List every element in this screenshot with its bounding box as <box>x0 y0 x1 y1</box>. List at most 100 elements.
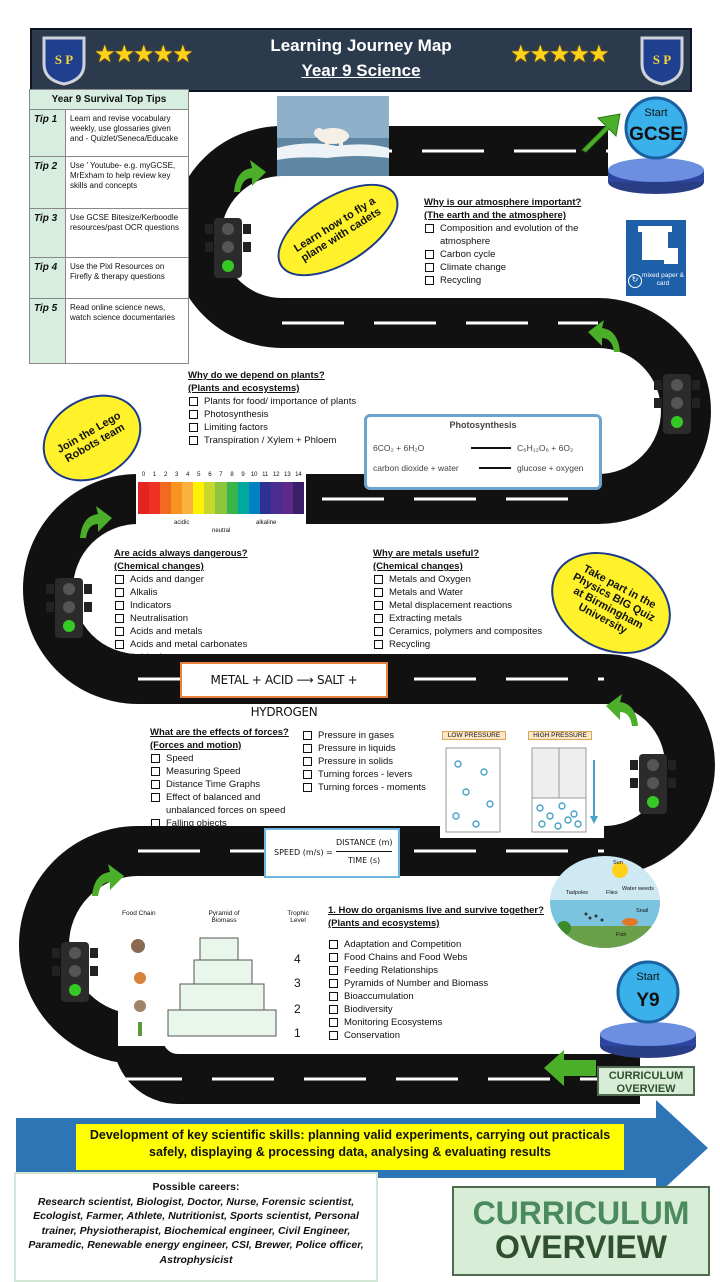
pressure-containers-icon <box>445 747 598 833</box>
green-arrow-icon <box>581 113 621 153</box>
stars-right-icon: ★★★★★ <box>510 41 610 68</box>
ph-colour-bar <box>138 482 304 514</box>
start-gcse-label: GCSE <box>629 124 683 145</box>
ph-number: 4 <box>186 472 190 478</box>
topic-item: Photosynthesis <box>188 408 388 421</box>
topic-item: Plants for food/ importance of plants <box>188 395 388 408</box>
fraction-line <box>336 851 392 852</box>
high-pressure-label: HIGH PRESSURE <box>528 731 592 740</box>
pressure-block: Pressure in gases Pressure in liquids Pr… <box>302 729 442 794</box>
ph-colour-segment <box>237 482 249 514</box>
topic-item: Indicators <box>114 599 314 612</box>
pond-icon <box>550 862 660 948</box>
pond-label: Snail <box>636 908 649 914</box>
tip-label: Tip 3 <box>30 209 66 257</box>
green-arrow-icon <box>606 694 638 726</box>
trophic-level: 3 <box>294 976 301 990</box>
green-arrow-icon <box>544 1050 596 1086</box>
paper-bin-icon <box>638 226 678 264</box>
photosynthesis-title: Photosynthesis <box>449 420 517 430</box>
pond-ecosystem-image: Sun Tadpoles Flies Water weeds Frog Fish… <box>550 856 660 948</box>
ph-number: 9 <box>241 472 245 478</box>
forces-block: What are the effects of forces? (Forces … <box>150 726 306 830</box>
equation-left: 6CO₂ + 6H₂O <box>373 443 425 453</box>
atmosphere-block: Why is our atmosphere important? (The ea… <box>424 196 620 287</box>
topic-item: Biodiversity <box>328 1003 558 1016</box>
topic-item: Turning forces - moments <box>302 781 442 794</box>
curriculum-line1: CURRICULUM <box>472 1195 690 1231</box>
tip-text: Use GCSE Bitesize/Kerboodle resources/pa… <box>70 213 179 232</box>
page-subtitle: Year 9 Science <box>301 61 421 80</box>
topic-item: Neutralisation <box>114 612 314 625</box>
metals-topic: (Chemical changes) <box>373 561 463 572</box>
green-arrow-icon <box>92 864 124 896</box>
ph-colour-segment <box>292 482 304 514</box>
food-chain-diagram: Food Chain Pyramid of Biomass Trophic Le… <box>118 906 324 1046</box>
topic-item: Distance Time Graphs <box>150 778 306 791</box>
pond-label: Fish <box>616 932 627 938</box>
curriculum-line2: OVERVIEW <box>495 1229 667 1265</box>
topic-item: Pressure in solids <box>302 755 442 768</box>
ph-number: 3 <box>175 472 179 478</box>
topic-item: Conservation <box>328 1029 558 1042</box>
acids-block: Are acids always dangerous? (Chemical ch… <box>114 547 314 664</box>
forces-topic: (Forces and motion) <box>150 740 242 751</box>
curriculum-overview-link[interactable]: CURRICULUM OVERVIEW <box>597 1066 695 1096</box>
topic-item: Monitoring Ecosystems <box>328 1016 558 1029</box>
metal-acid-equation: METAL + ACID ⟶ SALT + HYDROGEN <box>180 662 388 719</box>
careers-text: Research scientist, Biologist, Doctor, N… <box>28 1195 364 1266</box>
start-y9-label: Y9 <box>636 990 659 1011</box>
acids-topic: (Chemical changes) <box>114 561 204 572</box>
pressure-diagram: LOW PRESSURE HIGH PRESSURE <box>440 728 604 838</box>
equation-arrow-icon <box>471 447 511 449</box>
low-pressure-label: LOW PRESSURE <box>442 731 506 740</box>
ph-neutral-label: neutral <box>212 528 231 534</box>
topic-item: Food Chains and Food Webs <box>328 951 558 964</box>
tip-text: Use ' Youtube- e.g. myGCSE, MrExham to h… <box>70 161 176 190</box>
page-title: Learning Journey Map <box>270 36 452 55</box>
topic-item: Acids and metal carbonates <box>114 638 314 651</box>
ph-number: 10 <box>250 472 258 478</box>
traffic-light-icon <box>205 218 251 278</box>
tip-label: Tip 2 <box>30 157 66 208</box>
plants-question: Why do we depend on plants? <box>188 370 325 381</box>
traffic-light-icon <box>654 374 700 434</box>
start-y9-podium: Start Y9 <box>600 960 696 1058</box>
ph-colour-segment <box>160 482 172 514</box>
topic-item: Acid rain <box>114 651 314 664</box>
pyramid-heading: Pyramid of Biomass <box>208 910 240 924</box>
tip-text: Use the Pixl Resources on Firefly & ther… <box>70 262 165 281</box>
topic-item: Climate change <box>424 261 620 274</box>
tip-label: Tip 1 <box>30 110 66 156</box>
topic-item: Recycling <box>373 638 573 651</box>
green-arrow-icon <box>80 506 112 538</box>
forces-question: What are the effects of forces? <box>150 727 289 738</box>
topic-item: Pressure in gases <box>302 729 442 742</box>
trophic-heading: Trophic Level <box>287 910 309 924</box>
traffic-light-icon <box>52 942 98 1002</box>
tip-label: Tip 5 <box>30 299 66 363</box>
topic-item: Falling objects <box>150 817 306 830</box>
ph-number: 5 <box>197 472 201 478</box>
traffic-light-icon <box>46 578 92 638</box>
word-arrow-icon <box>479 467 511 469</box>
topic-item: Adaptation and Competition <box>328 938 558 951</box>
topic-item: Extracting metals <box>373 612 573 625</box>
curriculum-overview-button[interactable]: CURRICULUM OVERVIEW <box>452 1186 710 1276</box>
school-crest-icon: S P <box>640 36 684 86</box>
metals-question: Why are metals useful? <box>373 548 480 559</box>
trophic-level: 4 <box>294 952 301 966</box>
ph-colour-segment <box>281 482 293 514</box>
topic-item: Metal displacement reactions <box>373 599 573 612</box>
topic-item: Transpiration / Xylem + Phloem <box>188 434 388 447</box>
header-banner: S P ★★★★★ Learning Journey Map Year 9 Sc… <box>30 28 692 92</box>
speed-lhs: SPEED (m/s) = <box>274 848 333 857</box>
skills-arrow-head-icon <box>656 1100 708 1196</box>
pond-label: Tadpoles <box>566 890 589 896</box>
ph-colour-segment <box>138 482 150 514</box>
